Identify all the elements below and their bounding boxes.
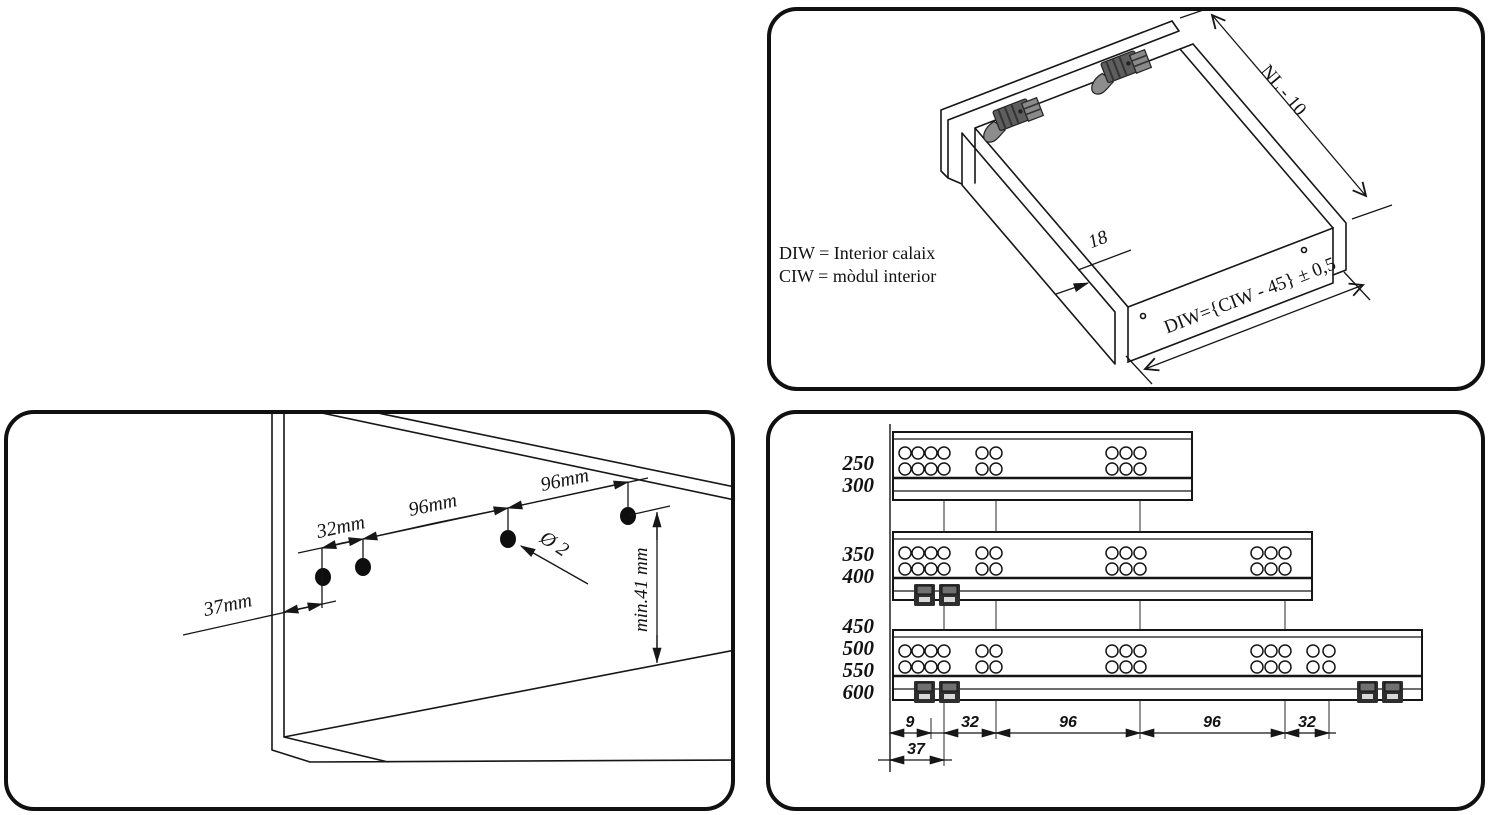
legend-ciw: CIW = mòdul interior [779,266,936,286]
front-offset-label: 37mm [201,589,254,621]
drill-hole [315,568,331,586]
rail-350-400 [892,531,1313,607]
mounting-clip [913,583,936,607]
rail-lengths-panel: 250 300 350 400 450 500 550 600 9 32 96 … [766,410,1485,811]
drawer-assembly-panel: NL - 10 18 DIW={CIW - 45} ± 0,5 DIW = In… [767,7,1485,391]
min-height-label: min.41 mm [631,548,652,632]
mounting-clip [913,680,936,704]
hole-diameter-callout: Ø 2 [519,526,589,585]
mounting-clip [1381,680,1404,704]
drawer-assembly-drawing: NL - 10 18 DIW={CIW - 45} ± 0,5 DIW = In… [779,11,1393,385]
drill-holes [315,507,636,586]
rail-lengths-drawing: 250 300 350 400 450 500 550 600 9 32 96 … [842,424,1423,772]
chain-dim-label: 9 [906,714,915,731]
rail-length-labels: 250 300 350 400 450 500 550 600 [842,451,875,704]
rail-length-label: 600 [843,680,875,704]
pitch-dimension-chain: 9 32 96 96 32 [888,714,1336,738]
rail-450-600 [892,629,1423,704]
drawer-width-formula-label: DIW={CIW - 45} ± 0,5 [1161,253,1338,338]
chain-dim-label: 96 [1203,714,1221,731]
slide-latch-left [975,93,1047,146]
pitch-32-label: 32mm [314,511,367,543]
rail-250-300 [892,431,1193,501]
rail-length-label: 250 [842,451,875,475]
chain-dim-label: 96 [1059,714,1077,731]
hole-diameter-label: Ø 2 [535,526,573,561]
nominal-length-label: NL - 10 [1256,61,1310,120]
rail-length-label: 450 [842,614,875,638]
pitch-96-label-a: 96mm [407,489,459,521]
drill-hole [620,507,636,525]
drawer-front-board [940,20,1180,185]
drawer-bottom-and-walls [961,43,1347,365]
mounting-clip [938,680,961,704]
screw-hole [1139,312,1147,320]
rail-length-label: 500 [843,636,875,660]
drilling-positions-panel: 32mm 96mm 96mm 37mm Ø 2 min.41 mm [4,410,735,811]
drilling-positions-drawing: 32mm 96mm 96mm 37mm Ø 2 min.41 mm [182,414,731,763]
drill-hole [500,530,516,548]
mounting-clip [1356,680,1379,704]
drill-hole [355,558,371,576]
front-offset-dimension: 37mm [182,589,337,636]
hole-pitch-dimensions: 32mm 96mm 96mm [297,464,649,608]
mounting-clip [938,583,961,607]
rail-length-label: 400 [842,564,875,588]
rail-length-label: 300 [842,473,875,497]
chain-dim-label: 32 [1298,714,1316,731]
overall-dim-label: 37 [907,741,926,758]
screw-hole [1300,246,1308,254]
overall-offset-dimension: 37 [878,741,952,765]
dimension-drawer-width: DIW={CIW - 45} ± 0,5 [1125,253,1371,385]
dimension-nominal-length: NL - 10 [1179,11,1393,220]
cabinet-side-outline [271,414,731,763]
rail-length-label: 550 [843,658,875,682]
dimension-wall-thickness: 18 [1055,226,1132,313]
thickness-label: 18 [1085,226,1111,253]
abbreviation-legend: DIW = Interior calaix CIW = mòdul interi… [779,243,936,286]
rail-length-label: 350 [842,542,875,566]
chain-dim-label: 32 [961,714,979,731]
legend-diw: DIW = Interior calaix [779,243,935,263]
min-height-dimension: min.41 mm [629,505,671,664]
